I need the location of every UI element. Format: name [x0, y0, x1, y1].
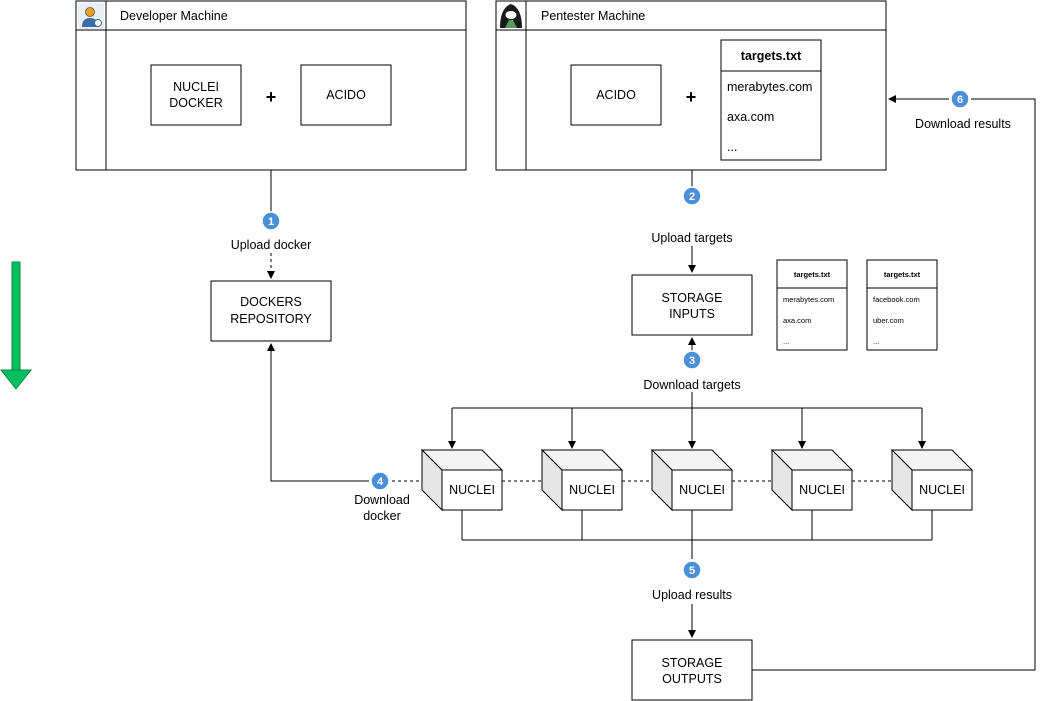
nuclei-docker-label-2: DOCKER	[169, 96, 222, 110]
developer-machine-title: Developer Machine	[120, 9, 228, 23]
split-file-item: ...	[873, 337, 879, 346]
acido-box-pentester	[570, 64, 662, 126]
split-file-item: axa.com	[783, 316, 811, 325]
nuclei-node-label: NUCLEI	[799, 483, 845, 497]
split-file-item: merabytes.com	[783, 295, 834, 304]
svg-text:5: 5	[689, 565, 695, 577]
developer-machine-panel: Developer Machine NUCLEI DOCKER + ACIDO	[75, 0, 467, 171]
nuclei-node-label: NUCLEI	[569, 483, 615, 497]
nuclei-cube-front	[441, 469, 503, 511]
step-badge: 6	[950, 89, 970, 109]
nuclei-node: NUCLEI	[770, 448, 854, 512]
nuclei-node: NUCLEI	[650, 448, 734, 512]
svg-text:6: 6	[957, 94, 963, 106]
svg-text:2: 2	[689, 191, 695, 203]
developer-user-icon	[78, 3, 104, 29]
targets-file: targets.txt merabytes.com axa.com ...	[720, 39, 822, 161]
acido-label-pentester: ACIDO	[596, 88, 636, 102]
step-label: Download targets	[643, 378, 740, 392]
nuclei-node: NUCLEI	[420, 448, 504, 512]
nuclei-docker-box	[150, 64, 242, 126]
step-3: 3 Download targets	[643, 350, 741, 392]
acido-box-dev	[300, 64, 392, 126]
step-label: Upload targets	[651, 231, 732, 245]
step-6: 6 Download results	[915, 89, 1011, 131]
repository-label-2: REPOSITORY	[230, 312, 312, 326]
split-file-item: facebook.com	[873, 295, 920, 304]
hacker-hood-icon	[500, 4, 522, 28]
split-targets-file-2: targets.txt facebook.com uber.com ...	[866, 259, 938, 351]
nuclei-node-label: NUCLEI	[679, 483, 725, 497]
storage-inputs-box: STORAGE INPUTS	[631, 274, 753, 336]
nuclei-cube-front	[791, 469, 853, 511]
nuclei-node: NUCLEI	[890, 448, 974, 512]
svg-text:3: 3	[689, 355, 695, 367]
plus-sign-2: +	[686, 87, 697, 107]
connectors	[267, 95, 1036, 671]
nuclei-docker-label: NUCLEI	[173, 80, 219, 94]
nuclei-cube-front	[671, 469, 733, 511]
repository-label: DOCKERS	[240, 295, 302, 309]
step-1: 1 Upload docker	[231, 211, 312, 252]
step-label: Upload docker	[231, 238, 312, 252]
storage-outputs-box: STORAGE OUTPUTS	[631, 639, 753, 701]
split-targets-file-1: targets.txt merabytes.com axa.com ...	[776, 259, 848, 351]
plus-sign: +	[266, 87, 277, 107]
dockers-repository-box: DOCKERS REPOSITORY	[210, 280, 332, 342]
nuclei-node: NUCLEI	[540, 448, 624, 512]
step-badge: 3	[682, 350, 702, 370]
step-label: Download results	[915, 117, 1011, 131]
storage-outputs-label-2: OUTPUTS	[662, 672, 722, 686]
step-badge: 5	[682, 560, 702, 580]
storage-outputs-label: STORAGE	[662, 656, 723, 670]
nuclei-node-label: NUCLEI	[919, 483, 965, 497]
storage-inputs-label: STORAGE	[662, 291, 723, 305]
split-file-item: ...	[783, 337, 789, 346]
acido-label-dev: ACIDO	[326, 88, 366, 102]
target-item: axa.com	[727, 110, 774, 124]
step-label: Download	[354, 493, 410, 507]
split-file-title: targets.txt	[884, 270, 921, 279]
down-arrow-icon	[0, 261, 33, 390]
step-4: 4 Download docker	[354, 471, 410, 523]
targets-file-title: targets.txt	[741, 49, 802, 63]
pentester-machine-panel: Pentester Machine ACIDO + targets.txt me…	[495, 0, 887, 171]
nuclei-cube-front	[561, 469, 623, 511]
step-badge: 1	[261, 211, 281, 231]
step-badge: 2	[682, 186, 702, 206]
target-item: merabytes.com	[727, 80, 812, 94]
nuclei-cluster: NUCLEI NUCLEI NUCLEI NUCLEI NUCLEI	[420, 448, 974, 512]
svg-text:1: 1	[268, 216, 274, 228]
step-5: 5 Upload results	[652, 560, 732, 602]
pentester-machine-title: Pentester Machine	[541, 9, 645, 23]
split-file-title: targets.txt	[794, 270, 831, 279]
step-2: 2 Upload targets	[651, 186, 733, 245]
nuclei-cube-front	[911, 469, 973, 511]
step-label-2: docker	[363, 509, 401, 523]
storage-inputs-label-2: INPUTS	[669, 307, 715, 321]
target-item: ...	[727, 140, 737, 154]
step-label: Upload results	[652, 588, 732, 602]
svg-text:4: 4	[377, 476, 384, 488]
step-badge: 4	[370, 471, 390, 491]
split-file-item: uber.com	[873, 316, 904, 325]
nuclei-node-label: NUCLEI	[449, 483, 495, 497]
